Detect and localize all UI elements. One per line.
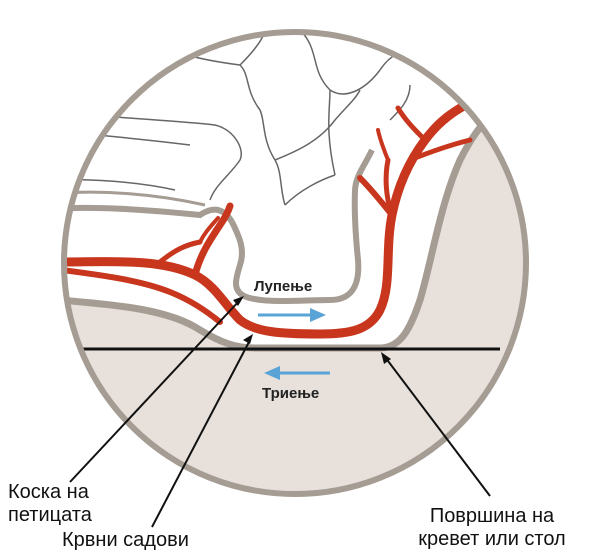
heel-bone-caption-line2: петицата [8, 504, 92, 527]
blood-vessels-caption: Крвни садови [62, 529, 189, 552]
heel-bone-caption-line1: Коска на [8, 481, 92, 504]
surface-caption-line1: Површина на [402, 505, 582, 528]
peeling-label: Лупење [254, 278, 312, 295]
surface-caption: Површина на кревет или стол [402, 505, 582, 551]
friction-label: Триење [262, 385, 319, 402]
surface-caption-line2: кревет или стол [402, 528, 582, 551]
heel-bone-caption: Коска на петицата [8, 481, 92, 527]
